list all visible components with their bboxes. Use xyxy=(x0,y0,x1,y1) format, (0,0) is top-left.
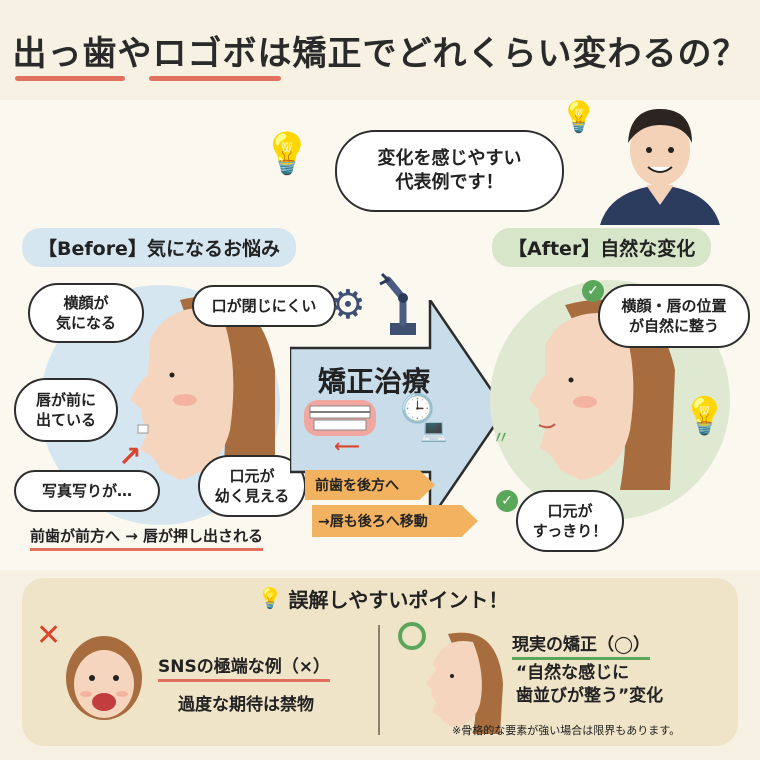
after-bubble-mouth: 口元が すっきり！ xyxy=(516,490,624,552)
arrow-left-icon: ⟵ xyxy=(334,436,360,457)
misconception-panel xyxy=(22,578,738,746)
realistic-text: “自然な感じに 歯並びが整う”変化 xyxy=(516,663,664,706)
doctor-illustration xyxy=(600,109,720,225)
clock-icon: 🕒 xyxy=(400,392,435,425)
before-bubble-mouth: 口が閉じにくい xyxy=(192,285,336,327)
before-bubble-childish: 口元が 幼く見える xyxy=(198,455,306,517)
realistic-title: 現実の矯正（◯） xyxy=(512,630,651,660)
before-bubble-lips: 唇が前に 出ている xyxy=(14,378,118,442)
sns-example-text: 過度な期待は禁物 xyxy=(178,695,314,715)
footnote: ※骨格的な要素が強い場合は限界もあります。 xyxy=(452,724,681,737)
circle-mark-icon xyxy=(398,622,426,650)
lightbulb-icon: 💡 xyxy=(257,586,283,610)
misconception-heading: 💡誤解しやすいポイント！ xyxy=(257,586,509,612)
title-underline-1 xyxy=(14,75,125,81)
title-underline-2 xyxy=(148,75,281,81)
after-bubble-profile: 横顔・唇の位置 が自然に整う xyxy=(598,284,750,348)
lightbulb-icon: 💡 xyxy=(560,100,598,135)
before-header: 【Before】気になるお悩み xyxy=(22,228,296,267)
teeth-braces-illustration xyxy=(304,400,376,436)
check-icon: ✓ xyxy=(496,490,518,512)
page-title: 出っ歯やロゴボは矯正でどれくらい変わるの？ xyxy=(13,26,748,81)
treatment-step-2: →唇も後ろへ移動 xyxy=(312,505,478,537)
before-face-illustration xyxy=(130,296,275,490)
before-bubble-photo: 写真写りが… xyxy=(14,470,160,512)
sns-example-title: SNSの極端な例（×） xyxy=(158,652,330,682)
lightbulb-icon: 💡 xyxy=(262,131,312,177)
check-icon: ✓ xyxy=(582,280,604,302)
arrow-icon: ↗ xyxy=(118,440,142,473)
before-cause-text: 前歯が前方へ → 唇が押し出される xyxy=(30,525,264,551)
gear-icon: ⚙ xyxy=(330,282,366,328)
cross-mark-icon: ✕ xyxy=(36,618,62,653)
speech-bubble-main: 変化を感じやすい 代表例です！ xyxy=(335,130,564,212)
treatment-step-1: 前歯を後方へ xyxy=(305,470,435,500)
after-header: 【After】自然な変化 xyxy=(492,228,712,267)
sparkle-icon: 〃 xyxy=(492,428,510,449)
sns-exaggerated-face xyxy=(66,636,142,720)
divider xyxy=(378,625,380,735)
page-title-banner: 出っ歯やロゴボは矯正でどれくらい変わるの？ xyxy=(0,0,760,100)
before-bubble-profile: 横顔が 気になる xyxy=(28,283,144,343)
laptop-icon: 💻 xyxy=(420,418,448,443)
robot-arm-icon xyxy=(379,272,416,335)
treatment-label: 矯正治療 xyxy=(318,365,431,398)
realistic-profile-face xyxy=(426,632,503,734)
lightbulb-icon: 💡 xyxy=(682,396,727,437)
